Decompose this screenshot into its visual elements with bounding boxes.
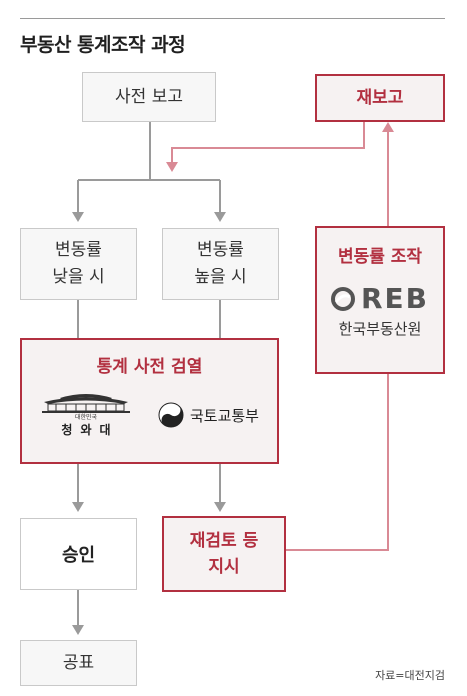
taegeuk-icon xyxy=(158,402,184,428)
node-approve-label: 승인 xyxy=(61,545,96,566)
node-reexam-line1: 재검토 등 xyxy=(189,531,259,551)
top-rule xyxy=(20,18,445,19)
cheongwadae-logo: 대한민국 청와대 xyxy=(40,392,132,438)
node-prereport: 사전 보고 xyxy=(82,72,216,122)
blue-house-icon xyxy=(41,394,130,413)
node-reexam-line2: 지시 xyxy=(208,557,240,577)
node-high-line1: 변동률 xyxy=(197,240,244,260)
arrowhead-approve xyxy=(72,502,84,512)
node-reexam: 재검토 등 지시 xyxy=(162,516,286,592)
source-credit: 자료=대전지검 xyxy=(375,669,445,682)
arrowhead-reexam xyxy=(214,502,226,512)
node-publish: 공표 xyxy=(20,640,137,686)
arrowhead-rereport xyxy=(382,122,394,132)
page-title: 부동산 통계조작 과정 xyxy=(20,34,186,56)
reb-logo: REB xyxy=(330,282,430,315)
arrowhead-low xyxy=(72,212,84,222)
molit-text: 국토교통부 xyxy=(189,406,259,425)
node-approve: 승인 xyxy=(20,518,137,590)
review-logos: 대한민국 청와대 국토교통부 xyxy=(40,392,259,438)
node-review: 통계 사전 검열 대한민국 청와대 xyxy=(20,338,279,464)
reb-wordmark: REB xyxy=(360,282,430,315)
node-rereport-label: 재보고 xyxy=(356,88,404,108)
node-low-line1: 변동률 xyxy=(55,240,102,260)
node-manip: 변동률 조작 REB 한국부동산원 xyxy=(315,226,445,374)
node-high: 변동률 높을 시 xyxy=(162,228,279,300)
arrowhead-publish xyxy=(72,625,84,635)
node-manip-label: 변동률 조작 xyxy=(337,247,423,267)
node-publish-label: 공표 xyxy=(62,652,95,673)
edge-rereport-to-trunk xyxy=(171,121,365,165)
cheongwadae-text: 청와대 xyxy=(61,423,119,437)
arrowhead-trunk xyxy=(166,162,178,172)
node-rereport: 재보고 xyxy=(315,74,445,122)
reb-org-name: 한국부동산원 xyxy=(338,320,422,338)
reb-symbol-icon xyxy=(330,287,355,311)
edge-reexam-to-manip xyxy=(286,372,389,551)
arrowhead-high xyxy=(214,212,226,222)
node-prereport-label: 사전 보고 xyxy=(115,86,183,107)
node-high-line2: 높을 시 xyxy=(194,267,247,287)
node-low-line2: 낮을 시 xyxy=(52,267,105,287)
molit-logo: 국토교통부 xyxy=(158,402,259,428)
node-review-label: 통계 사전 검열 xyxy=(96,357,203,377)
cheongwadae-small-text: 대한민국 xyxy=(74,414,98,421)
node-low: 변동률 낮을 시 xyxy=(20,228,137,300)
